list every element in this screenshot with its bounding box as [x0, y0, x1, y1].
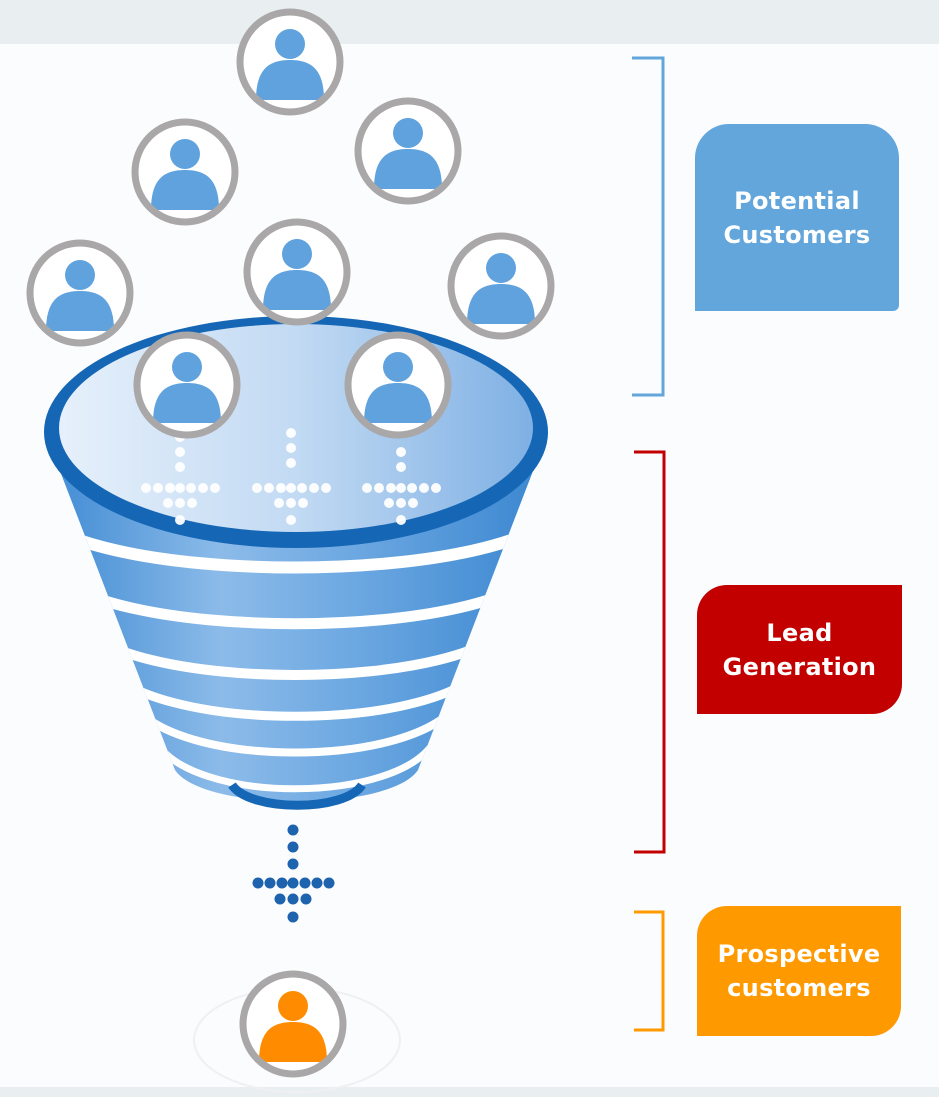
arrow-dots-icon: [141, 428, 441, 525]
bracket-icon: [632, 56, 666, 1032]
stage-label-lead-generation: Lead Generation: [697, 585, 902, 714]
person-icon: [236, 8, 344, 116]
person-icon: [131, 118, 239, 226]
stage-label-prospective-customers: Prospective customers: [697, 906, 901, 1036]
funnel-icon: [44, 316, 548, 810]
person-icon: [354, 97, 462, 205]
stage-label-line: Potential: [734, 186, 860, 215]
stage-label-potential-customers: Potential Customers: [695, 124, 899, 311]
arrow-dots-icon: [252, 824, 335, 923]
person-icon: [26, 239, 134, 347]
stage-label-line: Customers: [723, 220, 871, 249]
stage-label-line: Generation: [722, 652, 877, 681]
person-icon: [447, 232, 555, 340]
person-icon: [243, 218, 351, 326]
people-group: [26, 8, 555, 1078]
stage-label-line: customers: [727, 974, 871, 1002]
person-icon: [344, 331, 452, 439]
stage-label-line: Lead: [766, 618, 833, 647]
person-icon: [239, 970, 347, 1078]
stage-label-line: Prospective: [717, 940, 881, 968]
person-icon: [133, 331, 241, 439]
